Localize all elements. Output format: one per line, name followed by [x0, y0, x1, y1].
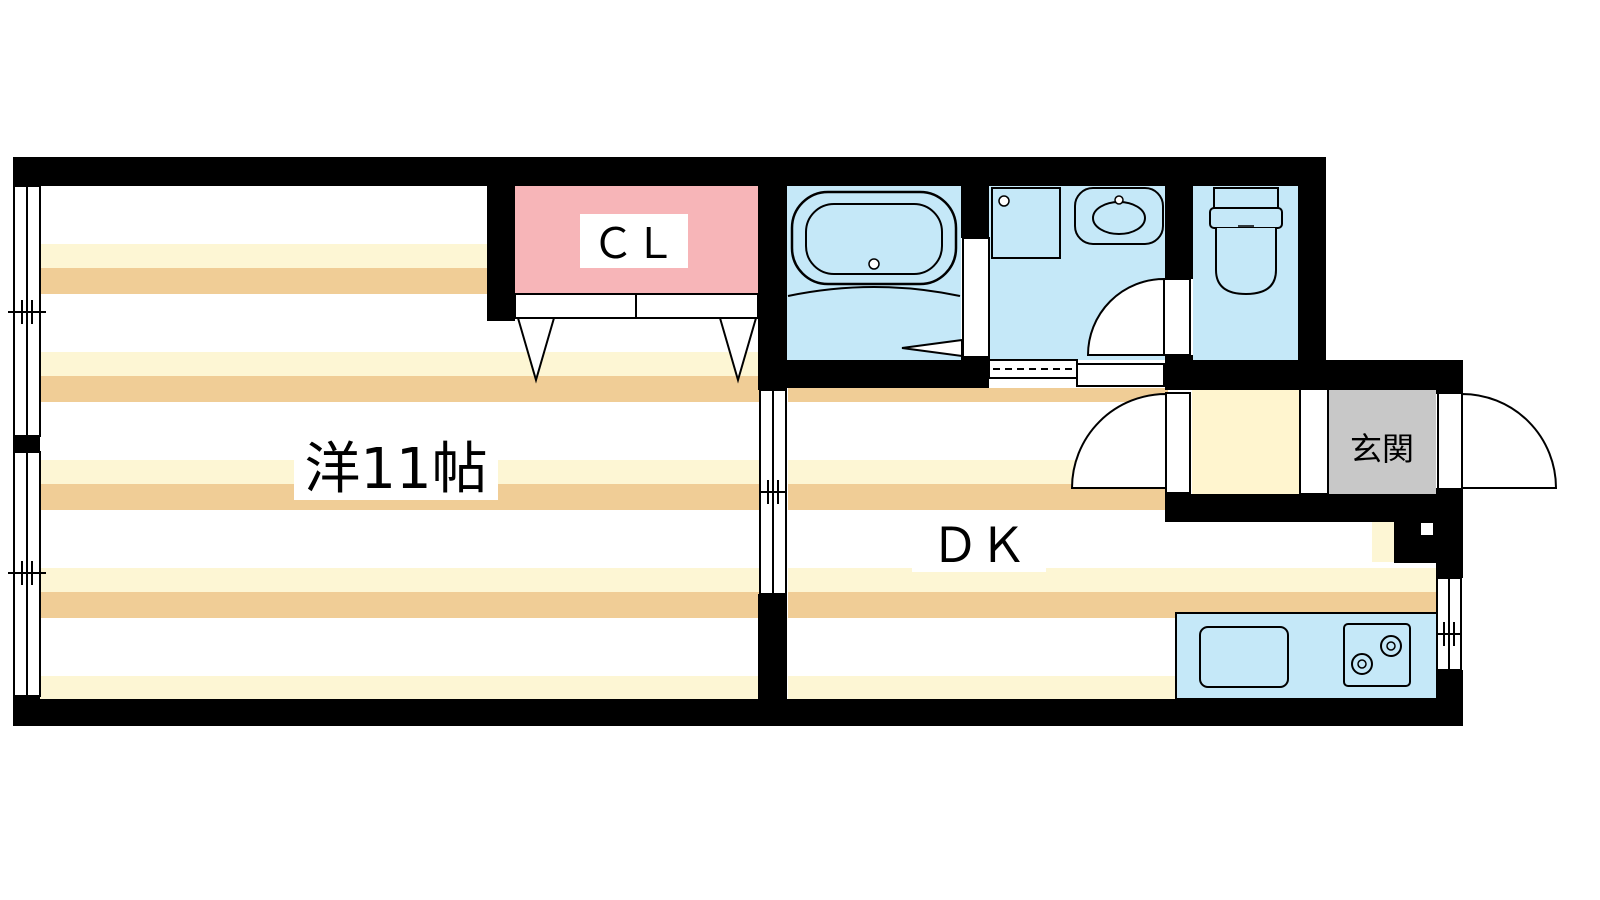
washroom [901, 186, 1191, 387]
kitchen-counter [1175, 612, 1439, 700]
bathroom [787, 186, 961, 360]
dining-kitchen-label: ＤＫ [931, 518, 1027, 574]
window-tick-marks [21, 300, 1455, 646]
windows [8, 185, 1462, 697]
toilet-icon [1209, 187, 1283, 296]
washroom-door-swing [1086, 277, 1165, 356]
label-entrance: 玄関 [1350, 430, 1414, 468]
bathtub-icon [787, 190, 961, 297]
western-room-label: 洋11帖 [304, 437, 487, 502]
walls [13, 157, 1463, 726]
closet-label: ＣＬ [592, 219, 676, 268]
washbasin-icon [1074, 187, 1164, 245]
sink-icon [1199, 626, 1289, 688]
toilet-room [1193, 186, 1298, 360]
closet [514, 186, 759, 384]
front-door-swing[interactable] [1461, 392, 1558, 489]
entrance-label: 玄関 [1350, 430, 1414, 468]
label-dining-kitchen: ＤＫ [912, 510, 1046, 574]
entrance [1070, 387, 1558, 495]
entrance-inner-door-swing [1070, 392, 1167, 489]
label-closet: ＣＬ [580, 214, 688, 268]
label-western-room: 洋11帖 [294, 428, 498, 502]
refrigerator-icon [1421, 523, 1433, 535]
washing-machine-icon [991, 187, 1061, 259]
stove-icon [1343, 623, 1411, 687]
